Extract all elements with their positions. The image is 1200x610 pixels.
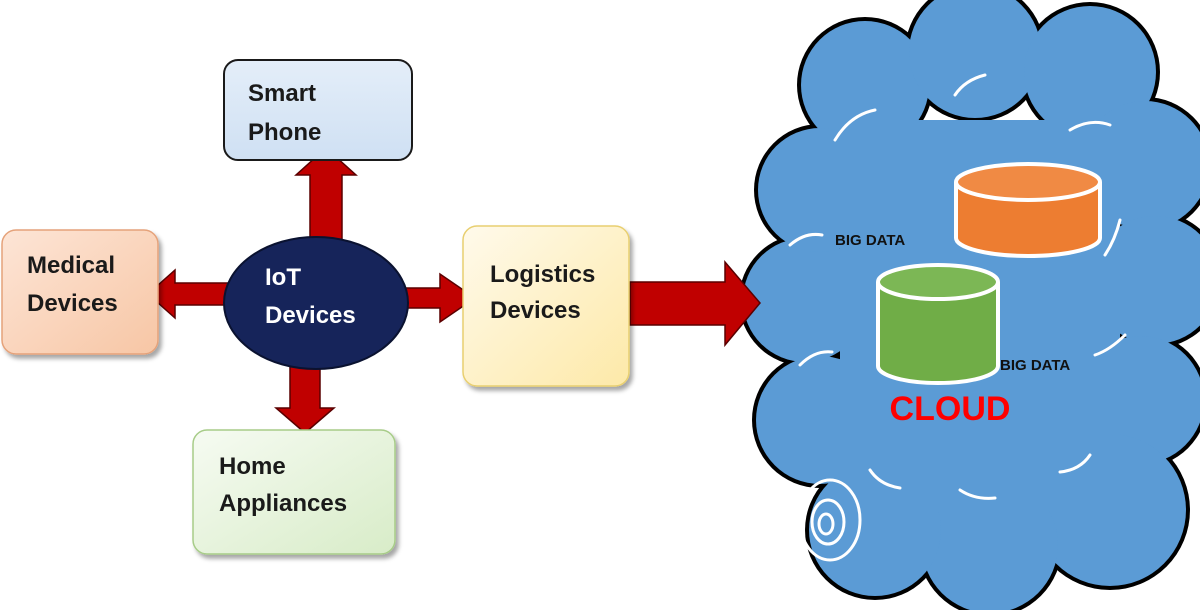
green-database-icon — [876, 263, 1000, 385]
big-data-label-1: BIG DATA — [835, 232, 905, 249]
medical-line2: Devices — [27, 290, 118, 317]
logistics-devices-node — [462, 225, 630, 387]
orange-database-icon — [954, 162, 1102, 258]
arrow-up-icon — [294, 146, 358, 251]
medical-devices-node — [1, 229, 159, 355]
iot-devices-hub: IoT Devices — [223, 236, 409, 370]
arrow-left-icon — [146, 268, 236, 320]
logistics-line1: Logistics — [490, 261, 595, 288]
hub-line1: IoT — [265, 264, 301, 291]
home-line2: Appliances — [219, 490, 347, 517]
hub-line2: Devices — [265, 302, 356, 329]
smart-phone-line2: Phone — [248, 119, 321, 146]
cloud-label: CLOUD — [890, 390, 1011, 428]
big-data-label-2: BIG DATA — [1000, 357, 1070, 374]
home-appliances-node — [192, 429, 396, 555]
arrow-down-icon — [273, 359, 337, 434]
home-line1: Home — [219, 453, 286, 480]
cloud-shape — [739, 0, 1200, 610]
logistics-line2: Devices — [490, 297, 581, 324]
medical-line1: Medical — [27, 252, 115, 279]
arrow-to-cloud-icon — [629, 259, 761, 348]
smart-phone-node: Smart Phone — [223, 59, 413, 161]
smart-phone-line1: Smart — [248, 80, 316, 107]
